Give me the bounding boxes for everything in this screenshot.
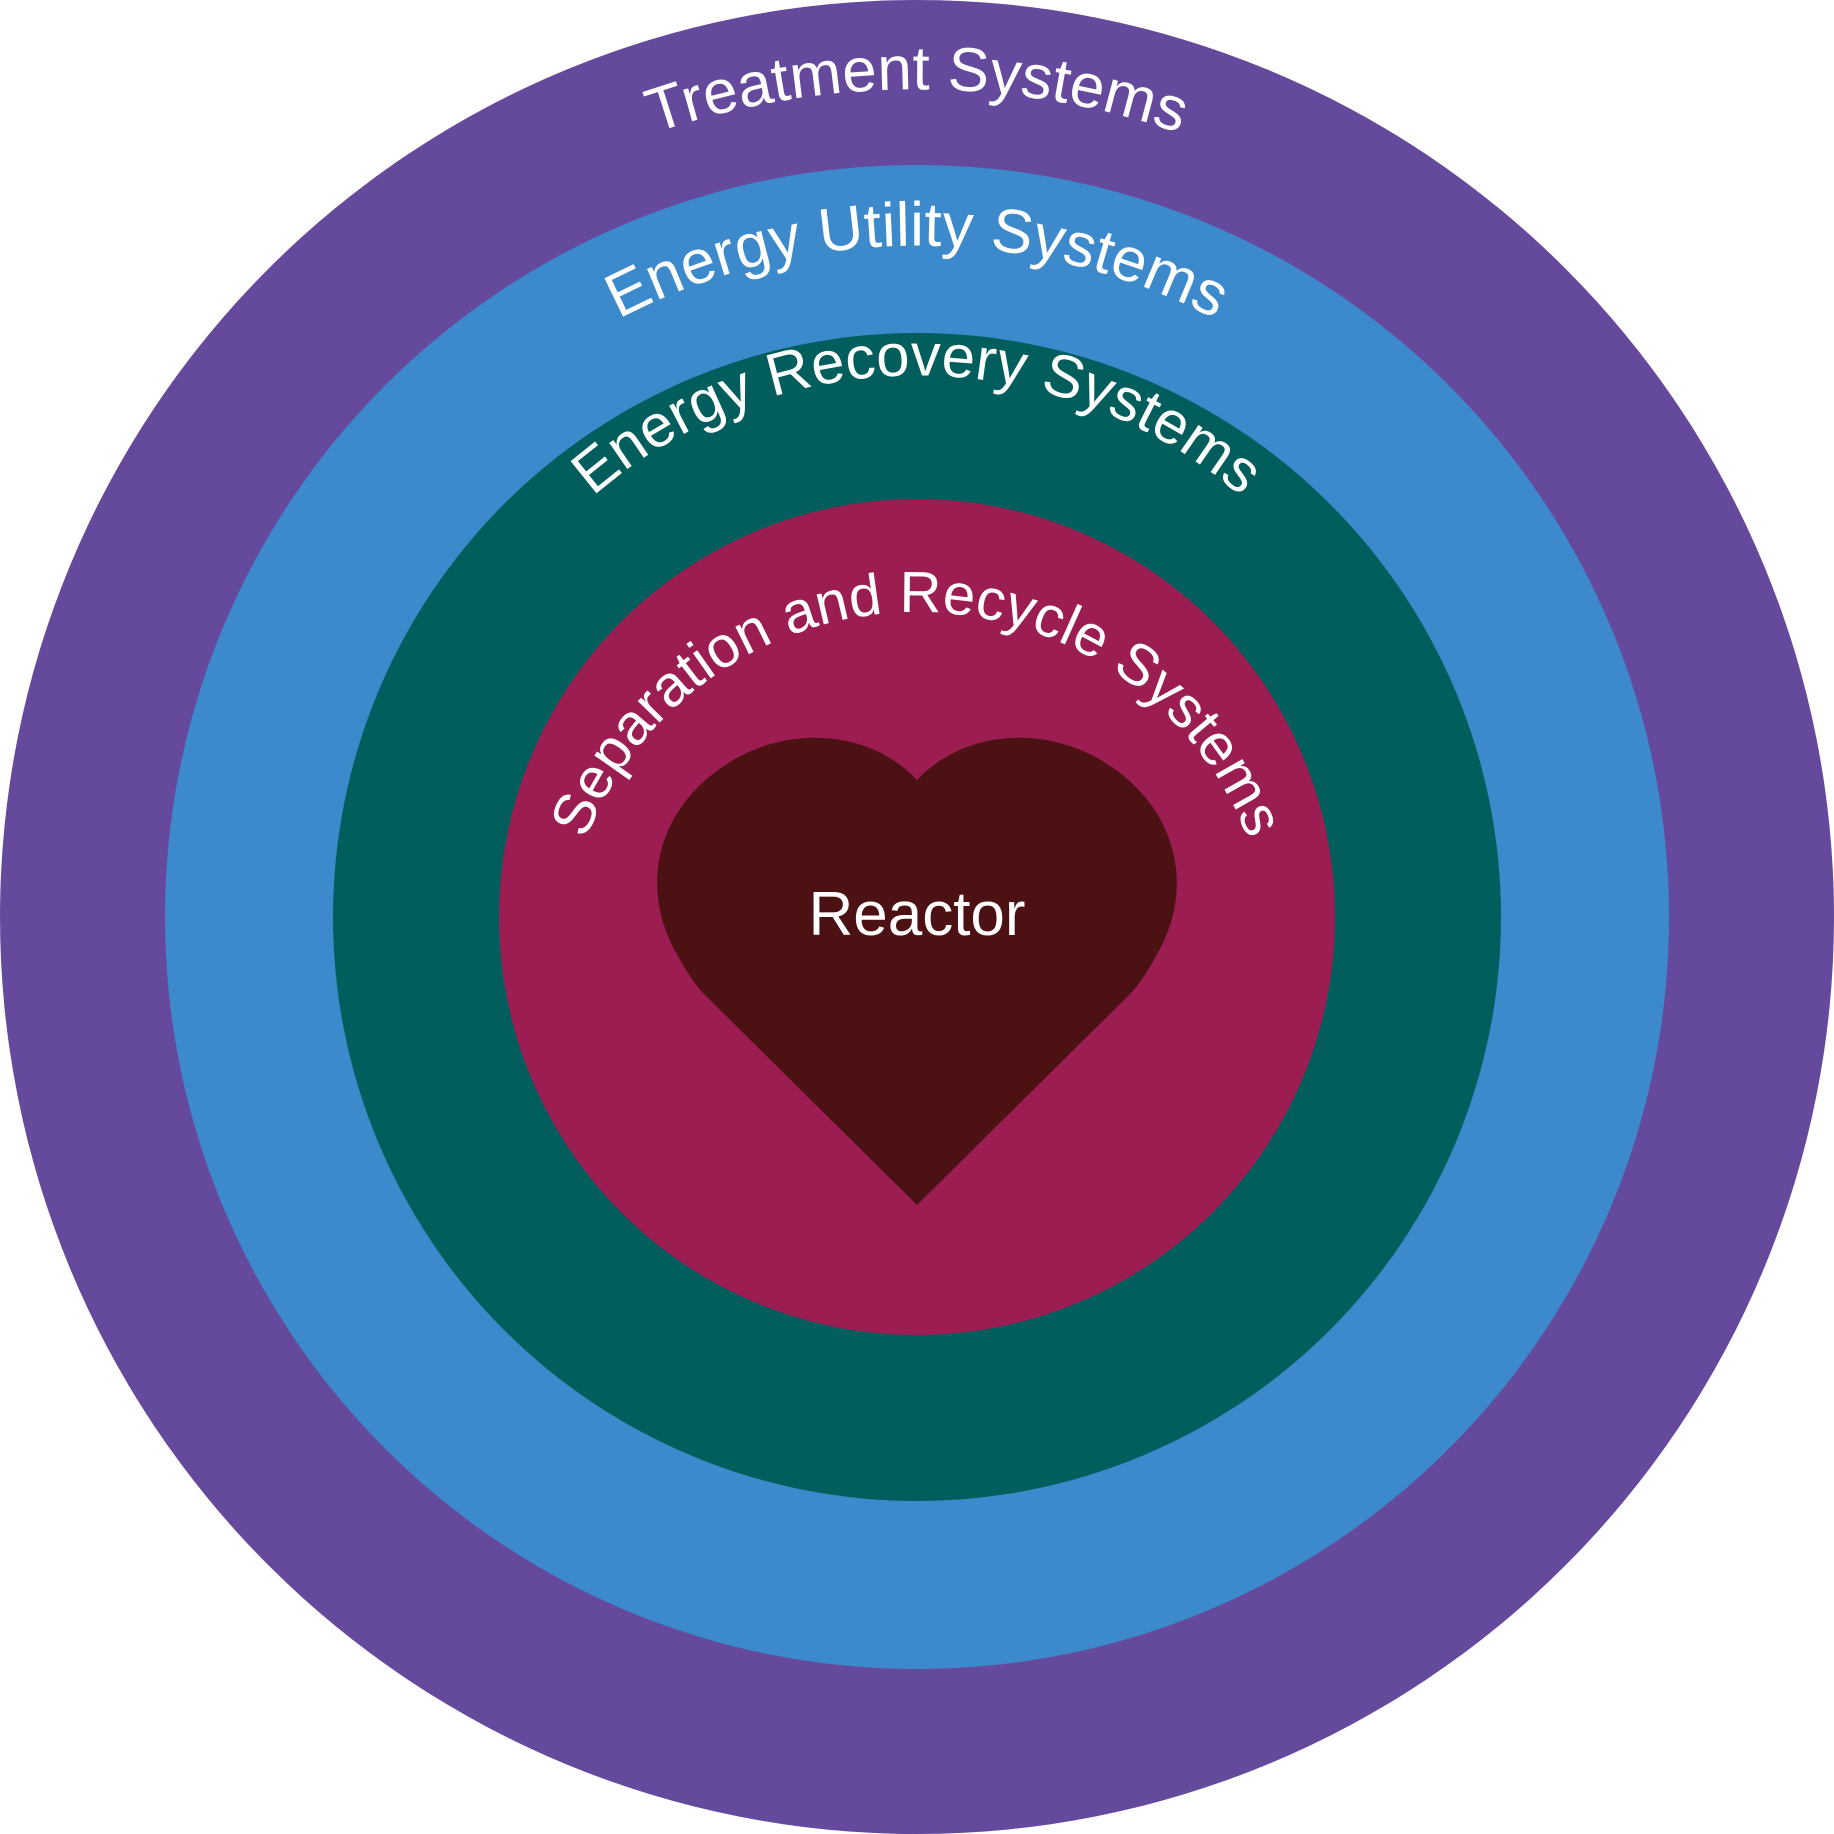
label-reactor: Reactor <box>808 880 1025 949</box>
heart-icon <box>657 737 1177 1205</box>
